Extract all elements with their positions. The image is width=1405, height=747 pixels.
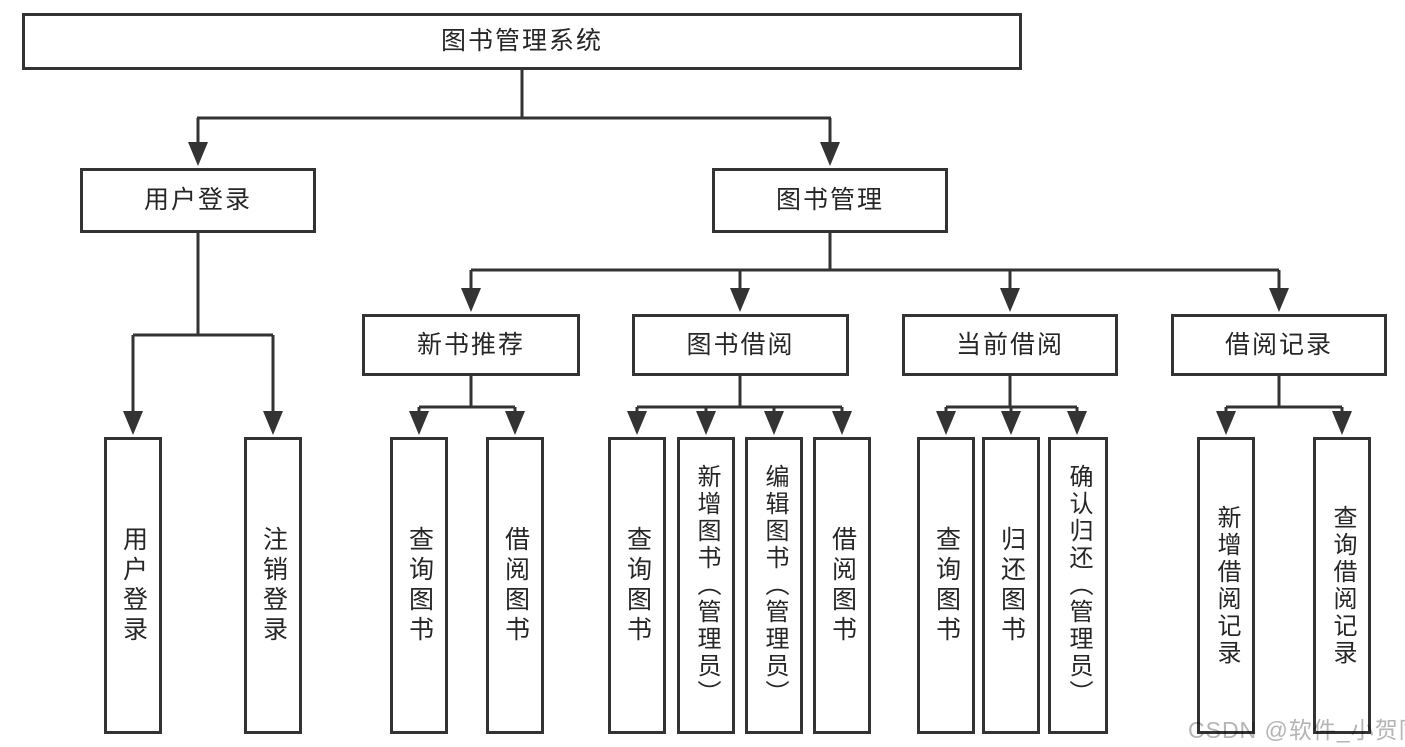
node-book-borrowing: 图书借阅 — [632, 314, 849, 376]
node-leaf-bw-edit-books-admin: 编辑图书（管理员） — [745, 437, 803, 734]
node-leaf-bw-borrow-books: 借阅图书 — [813, 437, 871, 734]
node-current-borrowing: 当前借阅 — [902, 314, 1118, 376]
node-leaf-bw-add-books-admin: 新增图书（管理员） — [677, 437, 735, 734]
node-leaf-rec-add-record: 新增借阅记录 — [1197, 437, 1255, 734]
node-leaf-logout: 注销登录 — [244, 437, 302, 734]
node-leaf-nb-borrow-books-label: 借阅图书 — [501, 525, 530, 646]
node-leaf-nb-borrow-books: 借阅图书 — [486, 437, 544, 734]
node-leaf-rec-add-record-label: 新增借阅记录 — [1213, 504, 1240, 667]
node-book-management: 图书管理 — [712, 168, 948, 233]
node-user-login-branch-label: 用户登录 — [143, 186, 252, 215]
node-leaf-bw-query-books: 查询图书 — [608, 437, 666, 734]
node-leaf-logout-label: 注销登录 — [259, 525, 288, 646]
node-leaf-rec-query-record-label: 查询借阅记录 — [1329, 504, 1356, 667]
node-leaf-cur-confirm-return-admin-label: 确认归还（管理员） — [1065, 464, 1092, 707]
node-leaf-user-login: 用户登录 — [104, 437, 162, 734]
node-leaf-bw-edit-books-admin-label: 编辑图书（管理员） — [761, 464, 788, 707]
node-leaf-bw-query-books-label: 查询图书 — [623, 525, 652, 646]
node-book-management-label: 图书管理 — [775, 186, 884, 215]
node-leaf-cur-query-books: 查询图书 — [917, 437, 975, 734]
node-borrowing-records-label: 借阅记录 — [1224, 330, 1333, 359]
node-borrowing-records: 借阅记录 — [1171, 314, 1387, 376]
node-current-borrowing-label: 当前借阅 — [955, 330, 1064, 359]
node-leaf-user-login-label: 用户登录 — [119, 525, 148, 646]
node-leaf-cur-confirm-return-admin: 确认归还（管理员） — [1048, 437, 1108, 734]
node-book-borrowing-label: 图书借阅 — [686, 330, 795, 359]
node-leaf-bw-add-books-admin-label: 新增图书（管理员） — [693, 464, 720, 707]
node-new-book-recommend-label: 新书推荐 — [416, 330, 525, 359]
node-root-label: 图书管理系统 — [440, 27, 603, 56]
node-user-login-branch: 用户登录 — [80, 168, 316, 233]
node-root: 图书管理系统 — [22, 13, 1022, 70]
node-leaf-rec-query-record: 查询借阅记录 — [1313, 437, 1371, 734]
csdn-watermark: CSDN @软件_小贺同学 — [1188, 717, 1405, 743]
node-leaf-bw-borrow-books-label: 借阅图书 — [828, 525, 857, 646]
node-leaf-cur-query-books-label: 查询图书 — [932, 525, 961, 646]
node-leaf-nb-query-books-label: 查询图书 — [405, 525, 434, 646]
node-leaf-nb-query-books: 查询图书 — [390, 437, 448, 734]
node-leaf-cur-return-books: 归还图书 — [982, 437, 1040, 734]
node-new-book-recommend: 新书推荐 — [362, 314, 580, 376]
node-leaf-cur-return-books-label: 归还图书 — [997, 525, 1026, 646]
